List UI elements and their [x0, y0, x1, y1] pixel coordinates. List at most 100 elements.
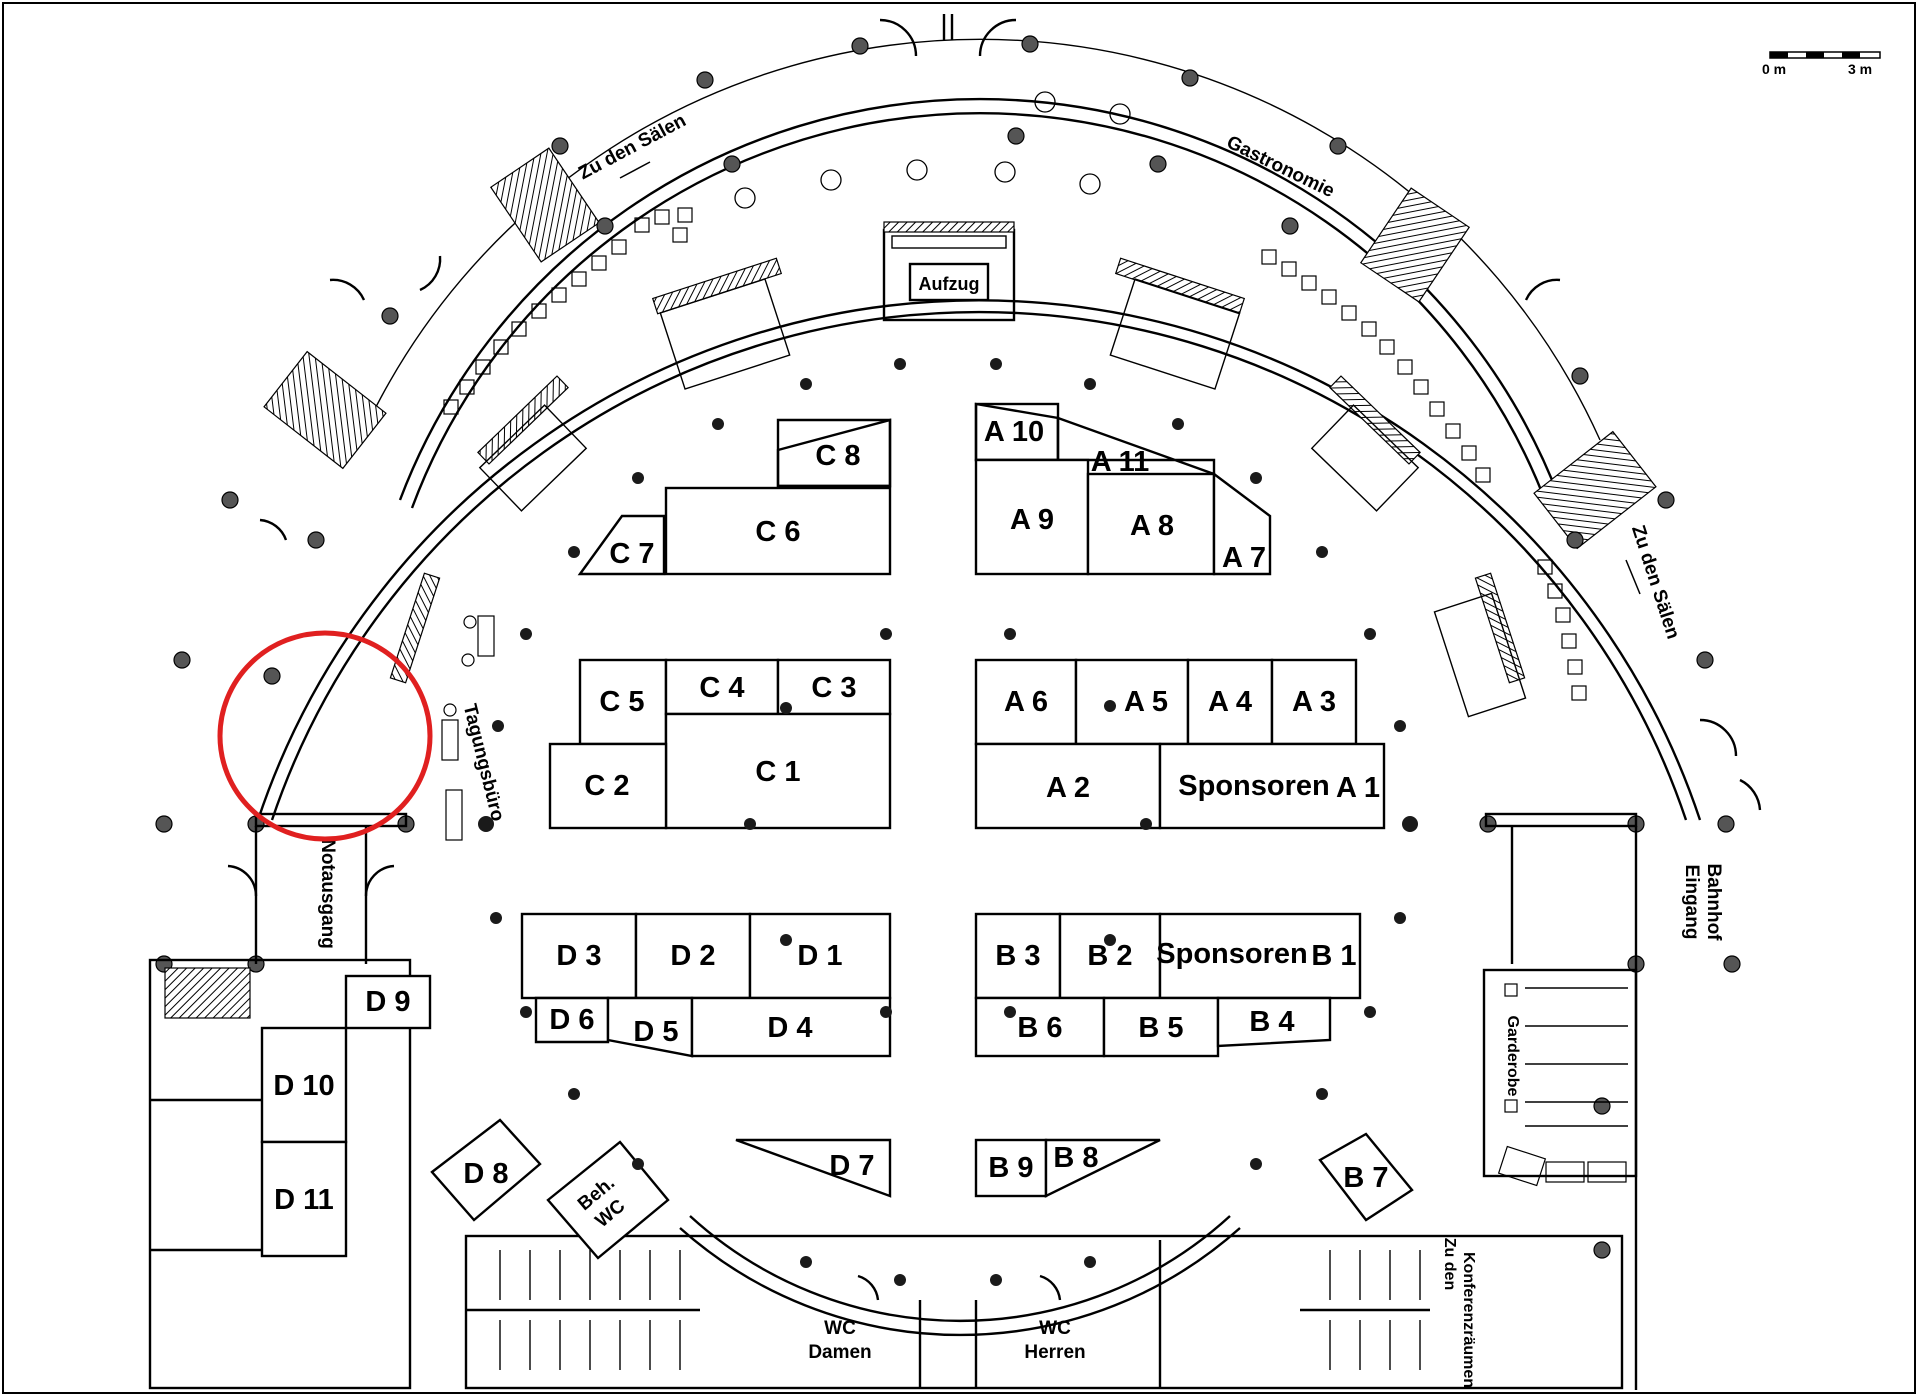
- sponsors-b-label: Sponsoren: [1156, 938, 1307, 970]
- highlight-circle: [217, 630, 433, 842]
- booth-c7[interactable]: [577, 514, 666, 576]
- round-tables: [723, 91, 1167, 209]
- sponsors-a-label: Sponsoren: [1178, 770, 1329, 802]
- booth-b6[interactable]: [974, 996, 1106, 1058]
- booth-d4-label: D 4: [767, 1012, 812, 1044]
- booth-c3[interactable]: [776, 658, 892, 716]
- booth-a4-label: A 4: [1208, 686, 1252, 718]
- booth-block-b: B 3 B 2 Sponsoren B 1 B 6 B 5 B 4 B 9 B …: [974, 912, 1414, 1222]
- wc-women-label-line2: Damen: [808, 1342, 871, 1363]
- booth-d1[interactable]: [748, 912, 892, 1000]
- scale-start-label: 0 m: [1762, 61, 1786, 77]
- elevator: Aufzug: [882, 221, 1016, 322]
- booth-d6-label: D 6: [549, 1004, 594, 1036]
- to-halls-left-arrow: [619, 161, 651, 179]
- booth-d9-label: D 9: [365, 986, 410, 1018]
- entrance-label-line1: Eingang: [1681, 865, 1702, 940]
- booth-a9-label: A 9: [1010, 504, 1054, 536]
- outer-walls: [256, 14, 1762, 821]
- booth-a9[interactable]: [974, 458, 1090, 576]
- wc-women-label-line1: WC: [824, 1318, 856, 1339]
- booth-b1-label: B 1: [1311, 940, 1356, 972]
- booth-d3-label: D 3: [556, 940, 601, 972]
- entrance-label-line2: Bahnhof: [1703, 863, 1724, 941]
- booth-d4[interactable]: [690, 996, 892, 1058]
- booth-d5-label: D 5: [633, 1016, 678, 1048]
- conference-rooms-label-line1: Zu den: [1441, 1238, 1458, 1290]
- booth-a8[interactable]: [1086, 472, 1216, 576]
- booth-b8[interactable]: [1044, 1138, 1161, 1198]
- booth-d3[interactable]: [520, 912, 638, 1000]
- booth-b7-label: B 7: [1343, 1162, 1388, 1194]
- booth-a6-label: A 6: [1004, 686, 1048, 718]
- booth-a1[interactable]: [1158, 742, 1386, 830]
- booth-b2[interactable]: [1058, 912, 1162, 1000]
- interior-pillars: [478, 358, 1418, 1286]
- scale-end-label: 3 m: [1848, 61, 1872, 77]
- booth-c4-label: C 4: [699, 672, 744, 704]
- booth-a1-label: A 1: [1336, 772, 1380, 804]
- booth-d2-label: D 2: [670, 940, 715, 972]
- booth-c1[interactable]: [664, 712, 892, 830]
- booth-b1[interactable]: [1158, 912, 1362, 1000]
- booth-d9[interactable]: [344, 974, 432, 1030]
- booth-d10[interactable]: [260, 1026, 348, 1144]
- booth-a5[interactable]: [1074, 658, 1190, 746]
- booth-b4-label: B 4: [1249, 1006, 1294, 1038]
- conference-rooms-label-line2: Konferenzräumen: [1460, 1252, 1477, 1388]
- booth-a2[interactable]: [974, 742, 1162, 830]
- to-halls-left-label: Zu den Sälen: [575, 110, 689, 184]
- left-service-block: [148, 958, 412, 1390]
- booth-d8-label: D 8: [463, 1158, 508, 1190]
- booth-b5-label: B 5: [1138, 1012, 1183, 1044]
- wc-men-label-line2: Herren: [1024, 1342, 1085, 1363]
- seating-left: [443, 207, 693, 415]
- booth-b9[interactable]: [974, 1138, 1048, 1198]
- conference-office-label: Tagungsbüro: [459, 702, 508, 823]
- emergency-exit-area: Notausgang: [227, 812, 408, 964]
- display-walls: [389, 257, 1527, 718]
- booth-b3-label: B 3: [995, 940, 1040, 972]
- booth-a10[interactable]: [974, 402, 1060, 462]
- booth-c2[interactable]: [548, 742, 668, 830]
- booth-d11[interactable]: [260, 1140, 348, 1258]
- booth-c6-label: C 6: [755, 516, 800, 548]
- emergency-exit-label: Notausgang: [317, 839, 338, 949]
- to-halls-right-arrow: [1625, 559, 1641, 595]
- booth-a7-label: A 7: [1222, 542, 1266, 574]
- conference-office-desks: [441, 615, 495, 841]
- booth-b5[interactable]: [1102, 996, 1220, 1058]
- booth-d6[interactable]: [534, 996, 610, 1044]
- booth-block-c: C 8 C 6 C 7 C 5 C 4 C 3 C 1 C 2: [548, 418, 892, 830]
- booth-c8-label: C 8: [815, 440, 860, 472]
- booth-a10-label: A 10: [984, 416, 1044, 448]
- booth-c5-label: C 5: [599, 686, 644, 718]
- cloakroom-label: Garderobe: [1504, 1016, 1521, 1097]
- disabled-wc: Beh. WC: [546, 1140, 670, 1260]
- booth-b4[interactable]: [1216, 996, 1332, 1048]
- booth-a7[interactable]: [1212, 471, 1272, 576]
- booth-a8-label: A 8: [1130, 510, 1174, 542]
- booth-b8-label: B 8: [1053, 1142, 1098, 1174]
- booth-c7-label: C 7: [609, 538, 654, 570]
- booth-d10-label: D 10: [273, 1070, 334, 1102]
- booth-a4[interactable]: [1186, 658, 1274, 746]
- booth-block-a: A 10 A 11 A 9 A 8 A 7 A 6 A 5 A 4 A 3 A …: [974, 402, 1386, 830]
- booth-c1-label: C 1: [755, 756, 800, 788]
- elevator-label: Aufzug: [919, 274, 980, 294]
- booth-block-d: D 3 D 2 D 1 D 6 D 5 D 4 D 9 D 10 D 11 D …: [260, 912, 892, 1258]
- booth-a11-label: A 11: [1091, 446, 1150, 478]
- seating-right: [1261, 249, 1587, 701]
- booth-c6[interactable]: [664, 486, 892, 576]
- booth-c3-label: C 3: [811, 672, 856, 704]
- scale-bar: 0 m 3 m: [1762, 51, 1881, 77]
- booth-a3-label: A 3: [1292, 686, 1336, 718]
- booth-a5-label: A 5: [1124, 686, 1168, 718]
- booth-d11-label: D 11: [274, 1184, 334, 1216]
- booth-b7[interactable]: [1318, 1132, 1414, 1222]
- booth-d7[interactable]: [735, 1138, 892, 1198]
- booth-d8[interactable]: [430, 1118, 542, 1222]
- booth-a3[interactable]: [1270, 658, 1358, 746]
